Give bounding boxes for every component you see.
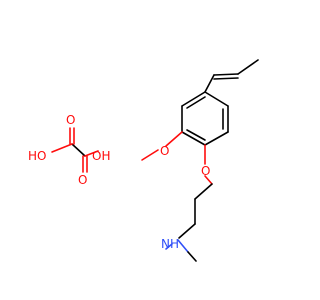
molecule-structure-canvas: HO O OH O O O NH: [28, 59, 259, 262]
oxalic-acid-fragment: HO O OH O: [28, 113, 110, 187]
ring-bond-4-inner: [186, 129, 206, 141]
ring-bond-6-inner: [186, 96, 206, 109]
oxalic-cc-bond: [71, 143, 86, 157]
oxalic-c-oh-left-bond: [51, 143, 73, 153]
vinyl-double-bond-b: [213, 77, 239, 80]
oxalic-ho-left-label: HO: [28, 149, 46, 163]
ether-o-label: O: [201, 164, 210, 178]
n-methyl-bond-blue: [177, 239, 189, 253]
ring-bond-1: [204, 91, 229, 107]
methoxy-o-label: O: [160, 144, 169, 158]
oxalic-c-oh-right-bond: [84, 150, 99, 157]
vinyl-double-bond-a: [213, 73, 239, 76]
ring-to-vinyl-bond: [204, 74, 215, 93]
amine-nh-label: NH: [161, 237, 179, 251]
ring-bond-4: [181, 131, 206, 146]
ring-bond-6: [181, 91, 206, 107]
ether-o-chain-bond: [204, 175, 213, 185]
chain-bond-1: [194, 183, 213, 200]
main-molecule-fragment: O O NH: [141, 59, 259, 262]
ring-methoxy-o-bond: [165, 131, 183, 147]
vinyl-methyl-bond: [237, 59, 259, 75]
oxalic-o-top-label: O: [66, 113, 75, 127]
chain-n-bond: [165, 243, 173, 250]
n-methyl-bond: [187, 251, 197, 262]
oxalic-o-bottom-label: O: [78, 173, 87, 187]
chain-bond-3: [178, 223, 196, 239]
oxalic-oh-right-label: OH: [92, 149, 110, 163]
methoxy-methyl-bond: [141, 149, 159, 161]
ring-bond-3: [204, 131, 229, 146]
